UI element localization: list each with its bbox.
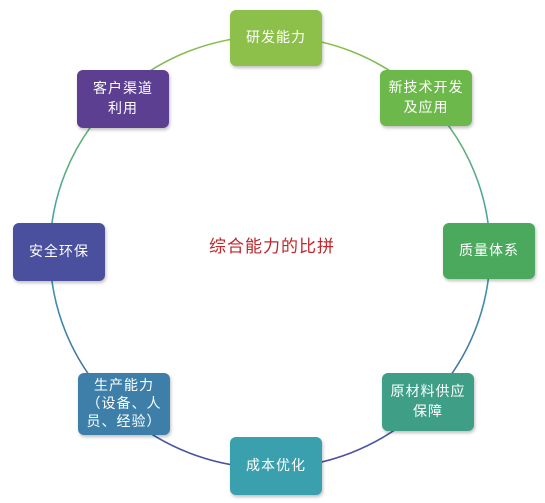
node-production-capability: 生产能力 （设备、人 员、经验） — [78, 373, 170, 435]
node-quality-system: 质量体系 — [443, 223, 535, 279]
node-customer-channel: 客户渠道 利用 — [77, 70, 169, 128]
node-raw-material-supply: 原材料供应 保障 — [382, 373, 474, 431]
center-title: 综合能力的比拼 — [209, 237, 335, 257]
node-safety-environment: 安全环保 — [13, 223, 105, 281]
node-new-tech-development: 新技术开发 及应用 — [380, 70, 472, 126]
node-cost-optimization: 成本优化 — [230, 437, 322, 495]
node-rd-capability: 研发能力 — [230, 10, 322, 66]
